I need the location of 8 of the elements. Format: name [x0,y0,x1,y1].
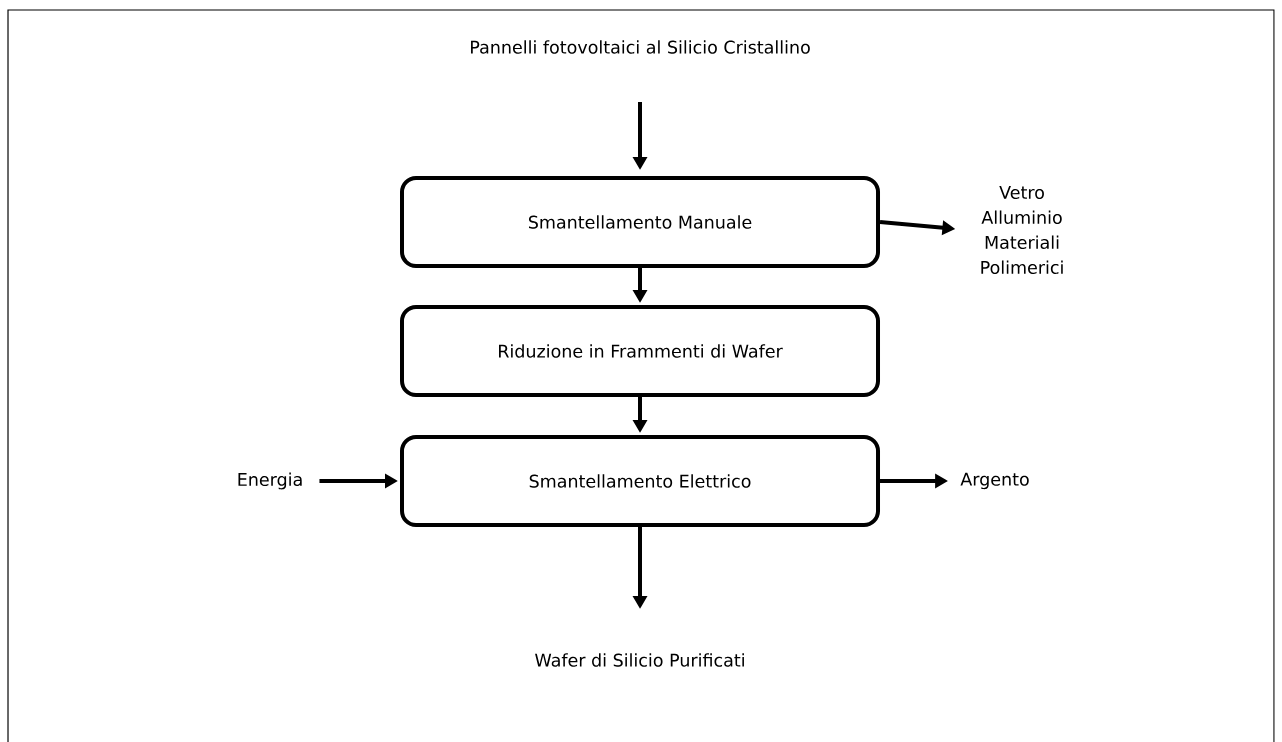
flow-label: Wafer di Silicio Purificati [535,653,744,667]
flow-label: Pannelli fotovoltaici al Silicio Cristallino [471,40,810,54]
process-box: Riduzione in Frammenti di Wafer [400,305,880,397]
flow-label: Vetro Alluminio Materiali Polimerici [981,186,1063,274]
process-box: Smantellamento Elettrico [400,435,880,527]
process-box: Smantellamento Manuale [400,176,880,268]
flow-label: Energia [238,472,302,490]
flow-label: Argento [960,472,1029,490]
